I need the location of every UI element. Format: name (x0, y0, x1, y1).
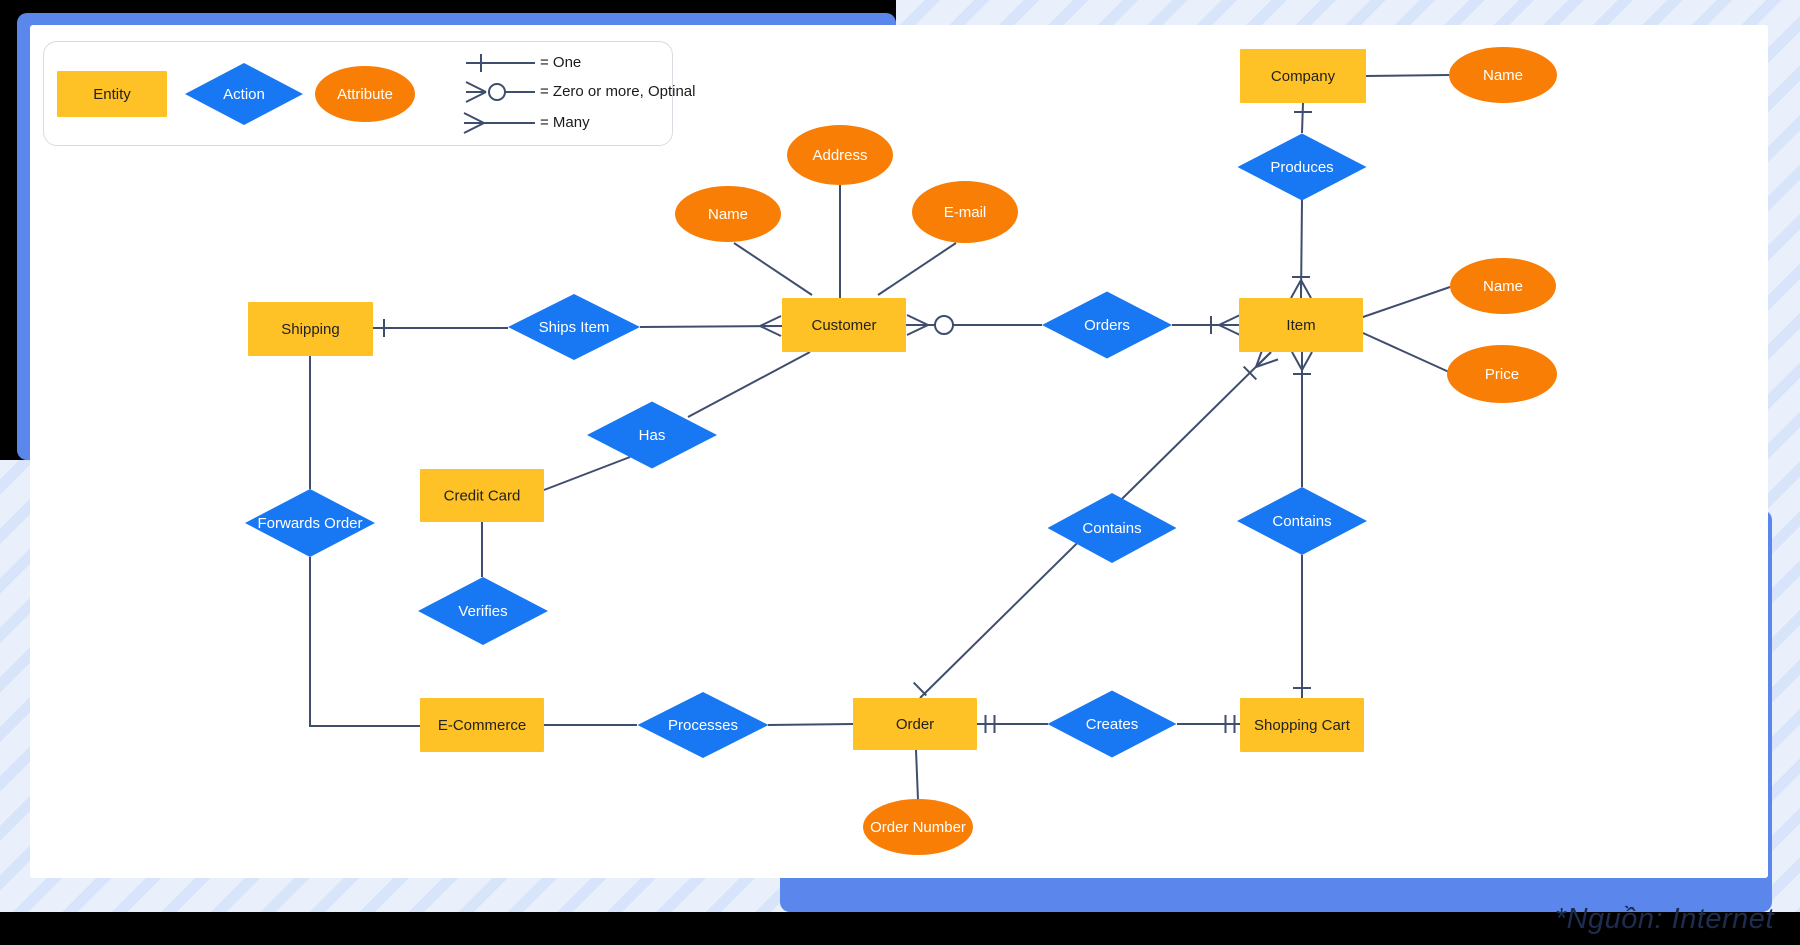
legend-zero-or-more-label: = Zero or more, Optinal (540, 83, 696, 100)
black-bottom-bar (0, 912, 1800, 945)
legend-one-label: = One (540, 54, 582, 71)
legend-many-label: = Many (540, 114, 590, 131)
diagram-canvas (30, 25, 1768, 878)
source-caption: *Nguồn: Internet (1554, 903, 1774, 935)
